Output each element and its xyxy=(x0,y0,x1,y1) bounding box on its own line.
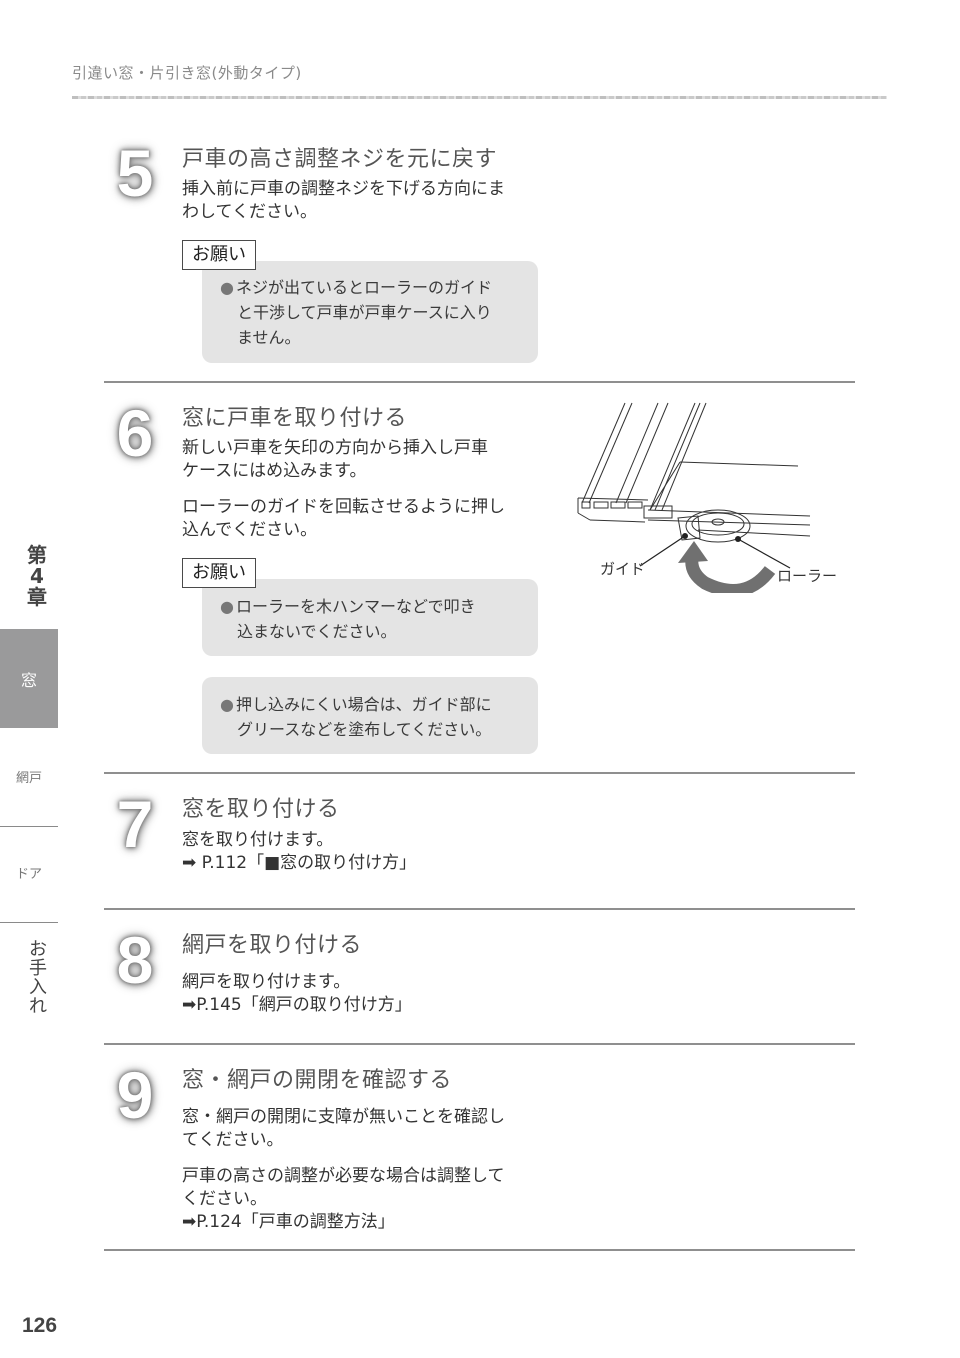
roller-label: ローラー xyxy=(777,567,838,585)
step-text: 戸車の高さの調整が必要な場合は調整して ください。 ➡P.124「戸車の調整方法… xyxy=(182,1165,542,1234)
step-number: 5 xyxy=(116,136,154,210)
step-text: 窓・網戸の開閉に支障が無いことを確認し てください。 xyxy=(182,1106,542,1152)
roller-installation-illustration: ガイド ローラー xyxy=(570,398,850,597)
sidebar-item-screen-door[interactable]: 網戸 xyxy=(0,767,58,786)
sidebar-item-label: ドア xyxy=(15,867,42,882)
notice-label: お願い xyxy=(182,240,256,270)
bullet-icon: ● xyxy=(220,278,234,297)
notice-line: 込まないでください。 xyxy=(237,622,397,641)
sidebar-char: お xyxy=(29,939,47,960)
chapter-char: 章 xyxy=(27,585,47,609)
guide-label: ガイド xyxy=(600,560,646,578)
section-title: 引違い窓・片引き窓(外動タイプ) xyxy=(72,64,302,82)
step-text: 網戸を取り付けます。 ➡P.145「網戸の取り付け方」 xyxy=(182,971,542,1017)
window-frame-roller-diagram xyxy=(577,402,811,597)
notice-box: ●ローラーを木ハンマーなどで叩き 込まないでください。 xyxy=(202,579,538,656)
section-divider xyxy=(104,1043,855,1045)
text-line: わしてください。 xyxy=(182,202,317,222)
notice-line: ネジが出ているとローラーのガイド xyxy=(235,278,492,297)
step-title: 窓・網戸の開閉を確認する xyxy=(182,1068,453,1093)
notice-label: お願い xyxy=(182,558,256,588)
rotation-arrow-icon xyxy=(685,557,776,597)
text-line: 込んでください。 xyxy=(182,520,318,540)
step-title: 窓を取り付ける xyxy=(182,797,340,822)
text-line: 新しい戸車を矢印の方向から挿入し戸車 xyxy=(182,438,488,458)
step-number: 6 xyxy=(116,396,154,470)
sidebar-item-door[interactable]: ドア xyxy=(0,863,58,882)
step-number: 8 xyxy=(116,923,154,997)
chapter-number: 4 xyxy=(30,564,44,588)
sidebar-item-maintenance[interactable]: お 手 入 れ xyxy=(26,940,50,1016)
notice-line: ローラーを木ハンマーなどで叩き xyxy=(235,597,476,616)
text-line: てください。 xyxy=(182,1130,284,1150)
notice-line: と干渉して戸車が戸車ケースに入り xyxy=(237,303,492,322)
step-title: 戸車の高さ調整ネジを元に戻す xyxy=(182,147,498,172)
step-number: 9 xyxy=(116,1058,154,1132)
text-line: ローラーのガイドを回転させるように押し xyxy=(182,497,505,517)
step-title: 窓に戸車を取り付ける xyxy=(182,406,408,431)
sidebar-divider xyxy=(0,922,58,923)
text-line: 窓を取り付けます。 xyxy=(182,830,334,850)
section-divider xyxy=(104,908,855,910)
notice-line: 押し込みにくい場合は、ガイド部に xyxy=(235,695,492,714)
section-divider xyxy=(104,1249,855,1251)
step-text: ローラーのガイドを回転させるように押し 込んでください。 xyxy=(182,496,542,542)
header-divider xyxy=(72,96,887,99)
bullet-icon: ● xyxy=(220,597,234,616)
sidebar-item-label: 窓 xyxy=(20,670,37,690)
sidebar-char: れ xyxy=(29,996,47,1017)
step-text: 新しい戸車を矢印の方向から挿入し戸車 ケースにはめ込みます。 xyxy=(182,437,542,483)
step-text: 窓を取り付けます。 ➡ P.112「■窓の取り付け方」 xyxy=(182,829,542,875)
sidebar-char: 手 xyxy=(29,958,47,979)
sidebar-divider xyxy=(0,826,58,827)
page-reference-link[interactable]: ➡P.145「網戸の取り付け方」 xyxy=(182,995,412,1015)
page-reference-link[interactable]: ➡P.124「戸車の調整方法」 xyxy=(182,1212,395,1232)
step-text: 挿入前に戸車の調整ネジを下げる方向にま わしてください。 xyxy=(182,178,542,224)
text-line: 窓・網戸の開閉に支障が無いことを確認し xyxy=(182,1107,505,1127)
text-line: ケースにはめ込みます。 xyxy=(182,461,367,481)
step-number: 7 xyxy=(116,787,154,861)
bullet-icon: ● xyxy=(220,695,234,714)
page-reference-link[interactable]: ➡ P.112「■窓の取り付け方」 xyxy=(182,853,417,873)
sidebar-item-label: 網戸 xyxy=(15,771,42,786)
notice-line: ません。 xyxy=(237,328,301,347)
text-line: ください。 xyxy=(182,1189,267,1209)
step-title: 網戸を取り付ける xyxy=(182,933,363,958)
text-line: 挿入前に戸車の調整ネジを下げる方向にま xyxy=(182,179,505,199)
section-divider xyxy=(104,772,855,774)
chapter-char: 第 xyxy=(27,543,47,567)
notice-line: グリースなどを塗布してください。 xyxy=(237,720,492,739)
sidebar-char: 入 xyxy=(29,977,47,998)
text-line: 網戸を取り付けます。 xyxy=(182,972,351,992)
notice-box: ●ネジが出ているとローラーのガイド と干渉して戸車が戸車ケースに入り ません。 xyxy=(202,261,538,363)
notice-box: ●押し込みにくい場合は、ガイド部に グリースなどを塗布してください。 xyxy=(202,677,538,754)
text-line: 戸車の高さの調整が必要な場合は調整して xyxy=(182,1166,505,1186)
sidebar-item-window[interactable]: 窓 xyxy=(0,629,58,728)
page-number: 126 xyxy=(22,1314,58,1337)
section-divider xyxy=(104,381,855,383)
chapter-label: 第 4 章 xyxy=(22,545,52,608)
